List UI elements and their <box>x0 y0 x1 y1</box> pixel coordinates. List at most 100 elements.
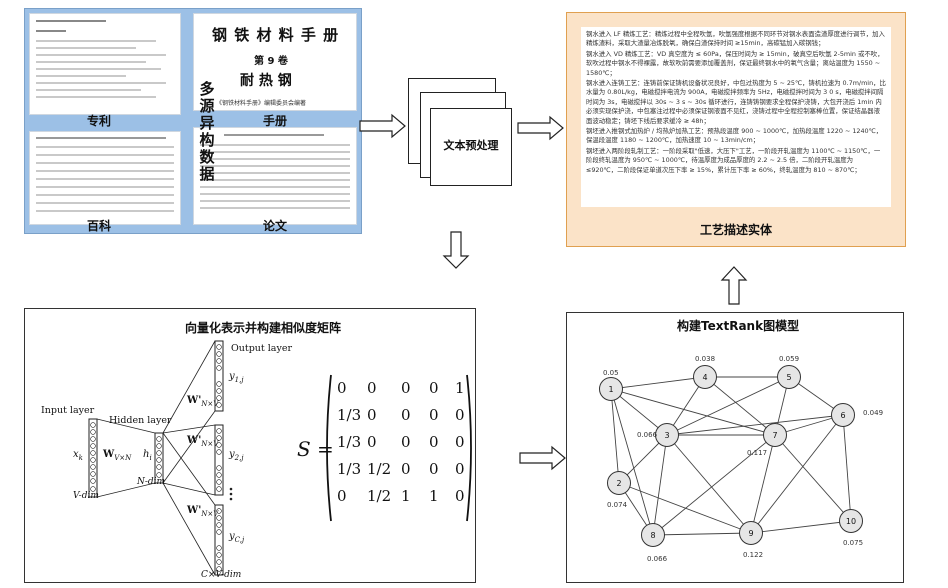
graph-edge <box>774 434 852 522</box>
manual-title: 钢 铁 材 料 手 册 <box>212 26 340 44</box>
matrix-cell: 1/3 <box>337 406 362 424</box>
arrow-to-entity <box>517 115 564 141</box>
graph-edge <box>618 482 752 534</box>
output-layer-label: Output layer <box>231 343 292 354</box>
matrix-cell: 0 <box>455 406 465 424</box>
arrow-up-to-entity <box>720 266 748 305</box>
hidden-vector-label: hi <box>143 449 152 462</box>
entity-text-area: 钢水进入 LF 精炼工艺：精炼过程中全程吹氩，吹氩强度根据不同环节对钢水表面造渣… <box>581 27 891 207</box>
vector-panel-title: 向量化表示并构建相似度矩阵 <box>185 321 342 335</box>
textrank-edges <box>610 376 852 536</box>
graph-edge <box>666 376 790 436</box>
output-yc-label: yC,j <box>229 531 245 544</box>
graph-node: 1 <box>599 377 623 401</box>
manual-document: 钢 铁 材 料 手 册 第 9 卷 耐 热 钢 《钢铁材料手册》编辑委员会编著 <box>193 13 357 111</box>
graph-node: 4 <box>693 365 717 389</box>
matrix-cell: 0 <box>367 379 377 397</box>
input-layer-label: Input layer <box>41 405 95 416</box>
graph-edge <box>704 376 776 436</box>
matrix-cell: 0 <box>401 433 411 451</box>
matrix-cell: 1 <box>401 487 411 505</box>
output-weight-label-2: W'N×V <box>187 435 219 448</box>
graph-node: 10 <box>839 509 863 533</box>
graph-node: 2 <box>607 471 631 495</box>
output-weight-label-1: W'N×V <box>187 395 219 408</box>
matrix-cell: 0 <box>401 379 411 397</box>
node-score-label: 0.117 <box>747 449 768 457</box>
input-weight-label: WV×N <box>103 449 132 462</box>
graph-node: 3 <box>655 423 679 447</box>
manual-label: 手册 <box>263 114 288 128</box>
manual-footer: 《钢铁材料手册》编辑委员会编著 <box>216 100 307 107</box>
entity-paragraph: 钢坯进入推钢式加热炉 / 均热炉加热工艺：预热段温度 900 ~ 1000℃，加… <box>586 127 883 145</box>
input-vector-label: xk <box>73 449 83 462</box>
matrix-cell: 0 <box>455 487 465 505</box>
process-description-entity-box: 钢水进入 LF 精炼工艺：精炼过程中全程吹氩，吹氩强度根据不同环节对钢水表面造渣… <box>566 12 906 247</box>
graph-node: 9 <box>739 521 763 545</box>
output-weight-label-3: W'N×V <box>187 505 219 518</box>
patent-document <box>29 13 181 115</box>
patent-label: 专利 <box>87 114 112 128</box>
hidden-layer-label: Hidden layer <box>109 415 172 426</box>
matrix-cell: 0 <box>455 433 465 451</box>
matrix-cell: 0 <box>429 460 439 478</box>
graph-edge <box>842 414 852 522</box>
graph-edge <box>750 520 852 534</box>
node-score-label: 0.066 <box>647 555 668 563</box>
node-score-label: 0.074 <box>607 501 628 509</box>
graph-edge <box>666 434 752 534</box>
matrix-cell: 1/3 <box>337 433 362 451</box>
matrix-cell: 1 <box>429 487 439 505</box>
matrix-cell: 0 <box>455 460 465 478</box>
graph-edge <box>652 434 668 536</box>
matrix-cell: 0 <box>401 406 411 424</box>
graph-node: 6 <box>831 403 855 427</box>
side-char-1: 多 <box>199 80 215 98</box>
n-dim-label: N-dim <box>137 477 166 487</box>
node-score-label: 0.059 <box>779 355 800 363</box>
graph-edge <box>652 532 752 536</box>
node-score-label: 0.122 <box>743 551 764 559</box>
side-char-2: 源 <box>199 97 215 115</box>
manual-volume: 第 9 卷 <box>254 56 288 67</box>
graph-edge <box>750 414 844 534</box>
matrix-brackets <box>326 374 472 522</box>
node-score-label: 0.075 <box>843 539 864 547</box>
node-score-label: 0.066 <box>637 431 658 439</box>
graph-edge <box>652 434 776 536</box>
entity-paragraph: 钢水进入连铸工艺：连铸前保证铸机设备状况良好，中包过热度为 5 ~ 25℃，铸机… <box>586 79 886 125</box>
arrow-to-preprocess <box>359 113 406 139</box>
matrix-cell: 0 <box>367 406 377 424</box>
entity-paragraph: 钢水进入 LF 精炼工艺：精炼过程中全程吹氩，吹氩强度根据不同环节对钢水表面造渣… <box>586 30 885 48</box>
graph-edge <box>666 414 844 436</box>
graph-edge <box>610 388 620 484</box>
preprocess-card-front: 文本预处理 <box>430 108 512 186</box>
preprocess-label: 文本预处理 <box>443 139 499 152</box>
encyclopedia-label: 百科 <box>87 219 112 233</box>
side-char-6: 据 <box>199 165 215 183</box>
matrix-cell: 1/2 <box>367 460 392 478</box>
output-y2-label: y2,j <box>229 449 244 462</box>
graph-node: 5 <box>777 365 801 389</box>
side-char-5: 数 <box>199 148 215 166</box>
graph-edge <box>750 434 776 534</box>
graph-node: 8 <box>641 523 665 547</box>
matrix-cell: 0 <box>401 460 411 478</box>
multi-source-data-panel: 专利 钢 铁 材 料 手 册 第 9 卷 耐 热 钢 《钢铁材料手册》编辑委员会… <box>24 8 362 234</box>
entity-paragraph: 钢水进入 VD 精炼工艺：VD 真空度为 ≤ 60Pa，保压时间为 ≥ 15mi… <box>586 49 884 77</box>
graph-node: 7 <box>763 423 787 447</box>
entity-label: 工艺描述实体 <box>699 223 772 237</box>
matrix-cell: 0 <box>429 433 439 451</box>
matrix-cell: 0 <box>367 433 377 451</box>
node-score-label: 0.038 <box>695 355 716 363</box>
output-y1-label: y1,j <box>229 371 244 384</box>
matrix-cell: 0 <box>429 379 439 397</box>
side-char-4: 构 <box>199 131 215 149</box>
graph-edge <box>610 388 654 536</box>
arrow-to-textrank <box>519 445 566 471</box>
manual-subtitle: 耐 热 钢 <box>240 73 292 89</box>
side-char-3: 异 <box>199 114 215 132</box>
